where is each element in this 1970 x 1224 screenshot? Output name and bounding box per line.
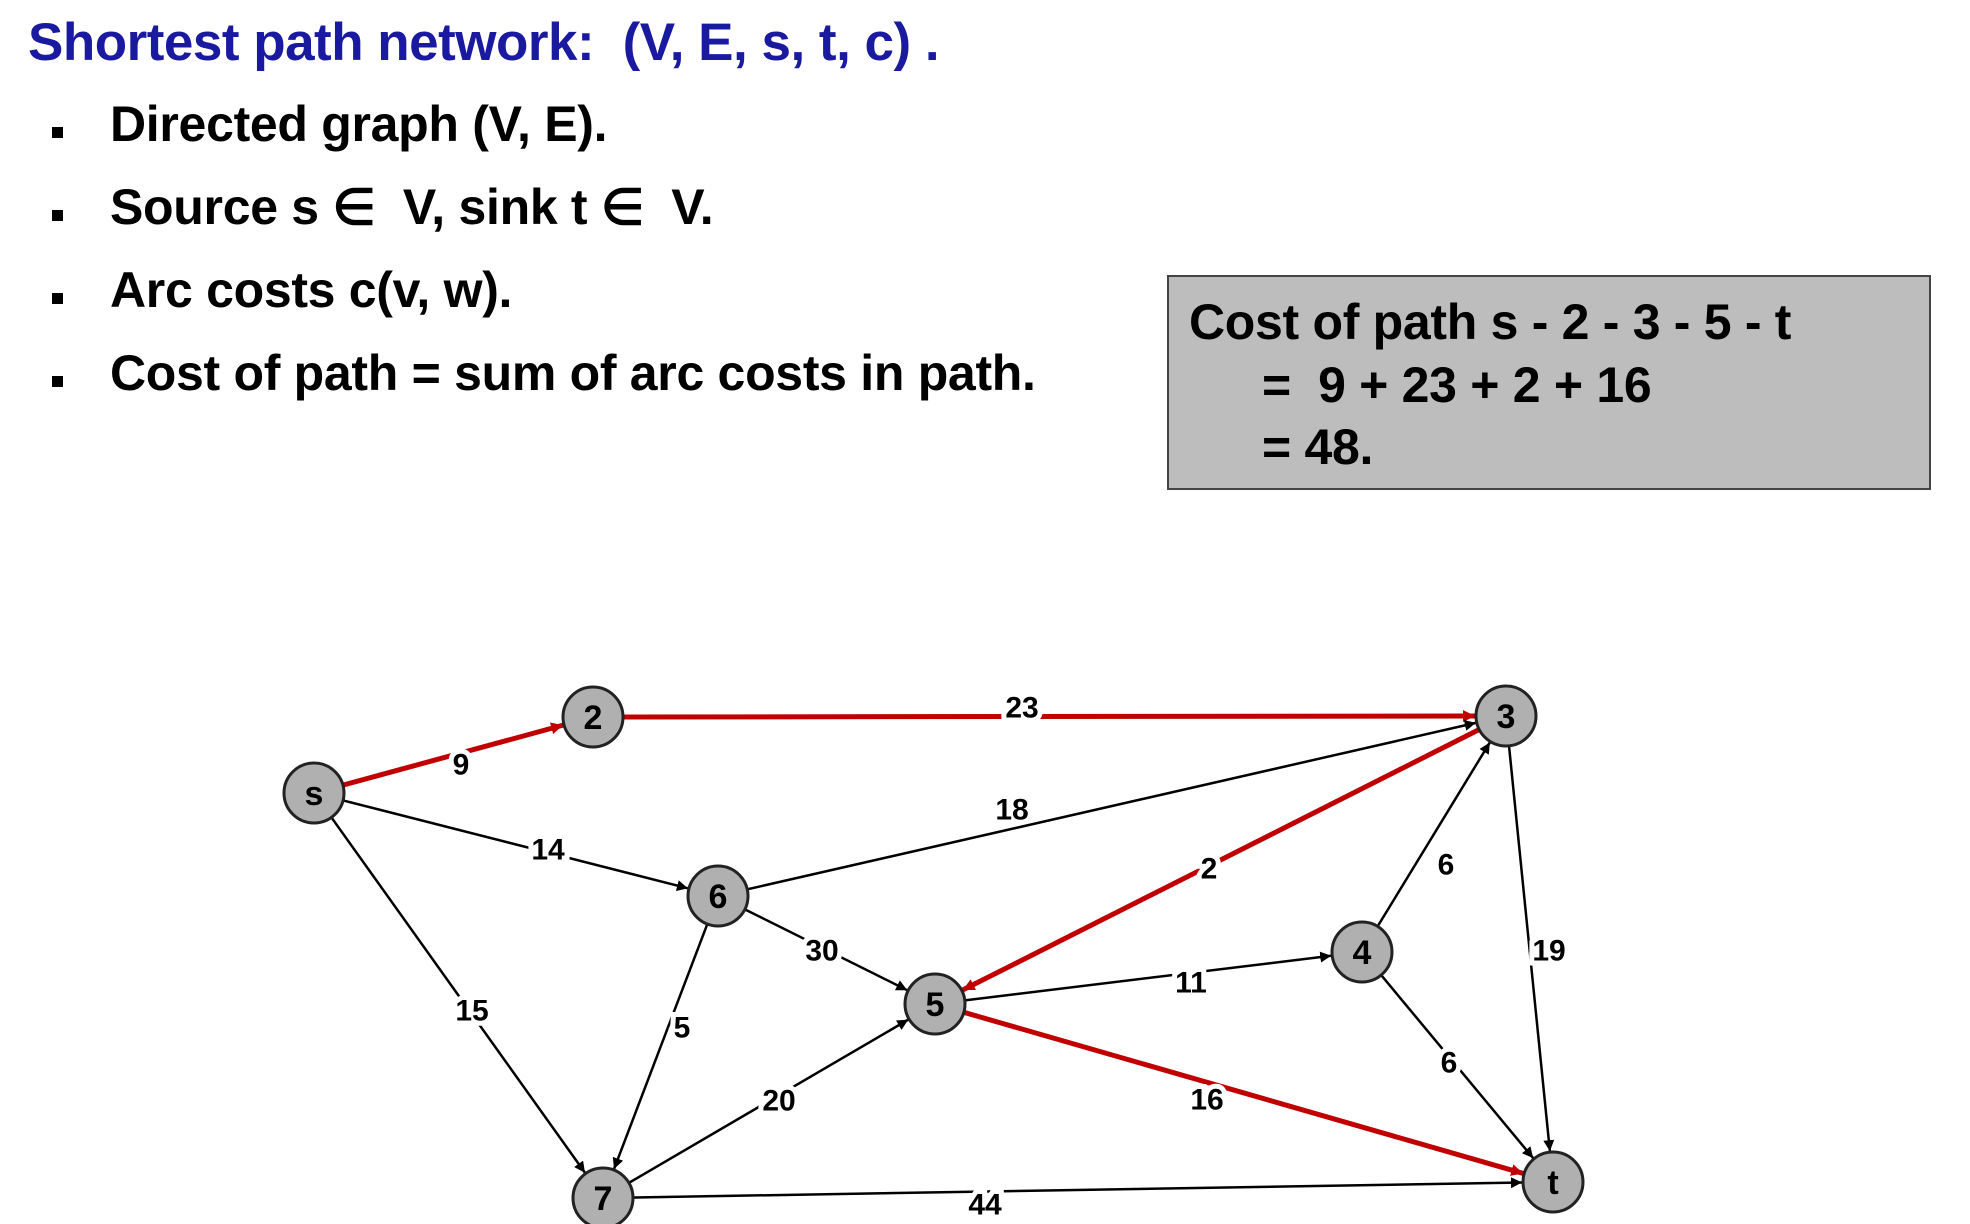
edge-cost-label: 6	[1441, 1047, 1458, 1080]
edge-cost-label: 15	[455, 995, 488, 1028]
path-cost-box: Cost of path s - 2 - 3 - 5 - t = 9 + 23 …	[1167, 275, 1931, 490]
node-label: s	[305, 775, 324, 813]
node-label: 5	[926, 986, 945, 1024]
edge-cost-label: 5	[674, 1012, 691, 1045]
cost-box-line: Cost of path s - 2 - 3 - 5 - t	[1189, 294, 1792, 350]
node-4: 4	[1330, 920, 1394, 984]
edge-cost-label: 6	[1438, 849, 1455, 882]
cost-box-line: = 9 + 23 + 2 + 16	[1262, 357, 1652, 413]
bullet-item: Source s ∈ V, sink t ∈ V.	[52, 178, 714, 261]
node-label: 6	[709, 878, 728, 916]
edge-cost-label: 2	[1201, 853, 1218, 886]
node-7: 7	[571, 1166, 635, 1224]
edge-cost-label: 11	[1175, 967, 1207, 1000]
edge-6-3	[746, 719, 1477, 891]
edge-cost-label: 9	[453, 749, 470, 782]
bullet-marker	[52, 376, 63, 387]
node-label: 7	[594, 1180, 613, 1218]
edge-cost-label: 23	[1005, 692, 1038, 725]
bullet-item: Cost of path = sum of arc costs in path.	[52, 344, 1036, 427]
edge-7-t	[632, 1177, 1523, 1199]
edge-cost-label: 16	[1190, 1084, 1223, 1117]
node-circle	[903, 972, 967, 1036]
edge-7-5	[628, 1018, 909, 1184]
node-label: 2	[584, 699, 603, 737]
bullet-text: Cost of path = sum of arc costs in path.	[110, 345, 1036, 401]
bullet-item: Arc costs c(v, w).	[52, 261, 512, 344]
bullet-marker	[52, 293, 63, 304]
edge-s-6	[342, 799, 689, 891]
edge-6-7	[612, 923, 709, 1170]
bullet-text: Source s ∈ V, sink t ∈ V.	[110, 179, 714, 235]
edge-6-5	[744, 908, 908, 992]
bullet-item: Directed graph (V, E).	[52, 95, 608, 178]
edge-cost-label: 20	[762, 1085, 795, 1118]
edge-cost-label: 44	[968, 1189, 1002, 1222]
node-s: s	[282, 761, 346, 825]
node-label: 4	[1353, 934, 1372, 972]
node-label: t	[1547, 1164, 1558, 1202]
bullet-marker	[52, 127, 63, 138]
edge-5-4	[964, 951, 1332, 1002]
node-label: 3	[1497, 698, 1516, 736]
edge-4-t	[1380, 974, 1535, 1159]
node-t: t	[1521, 1150, 1585, 1214]
node-2: 2	[561, 685, 625, 749]
node-circle	[686, 864, 750, 928]
bullet-text: Directed graph (V, E).	[110, 96, 608, 152]
bullet-list: Directed graph (V, E). Source s ∈ V, sin…	[52, 95, 1036, 427]
node-circle	[1474, 684, 1538, 748]
node-circle	[571, 1166, 635, 1224]
node-5: 5	[903, 972, 967, 1036]
edge-cost-label: 30	[805, 935, 838, 968]
bullet-marker	[52, 210, 63, 221]
node-6: 6	[686, 864, 750, 928]
node-circle	[282, 761, 346, 825]
edge-s-7	[330, 816, 587, 1174]
edge-cost-label: 14	[531, 834, 565, 867]
edge-cost-label: 18	[995, 794, 1028, 827]
node-3: 3	[1474, 684, 1538, 748]
edge-2-3	[622, 710, 1476, 723]
cost-box-line: = 48.	[1262, 419, 1374, 475]
edge-3-5	[961, 727, 1481, 993]
bullet-text: Arc costs c(v, w).	[110, 262, 513, 318]
edge-s-2	[342, 722, 564, 788]
edge-3-t	[1507, 745, 1555, 1152]
node-circle	[561, 685, 625, 749]
slide-title: Shortest path network: (V, E, s, t, c) .	[28, 13, 940, 72]
edge-cost-label: 19	[1532, 935, 1565, 968]
node-circle	[1521, 1150, 1585, 1214]
edge-4-3	[1376, 741, 1491, 928]
edge-5-t	[963, 1009, 1524, 1176]
node-circle	[1330, 920, 1394, 984]
